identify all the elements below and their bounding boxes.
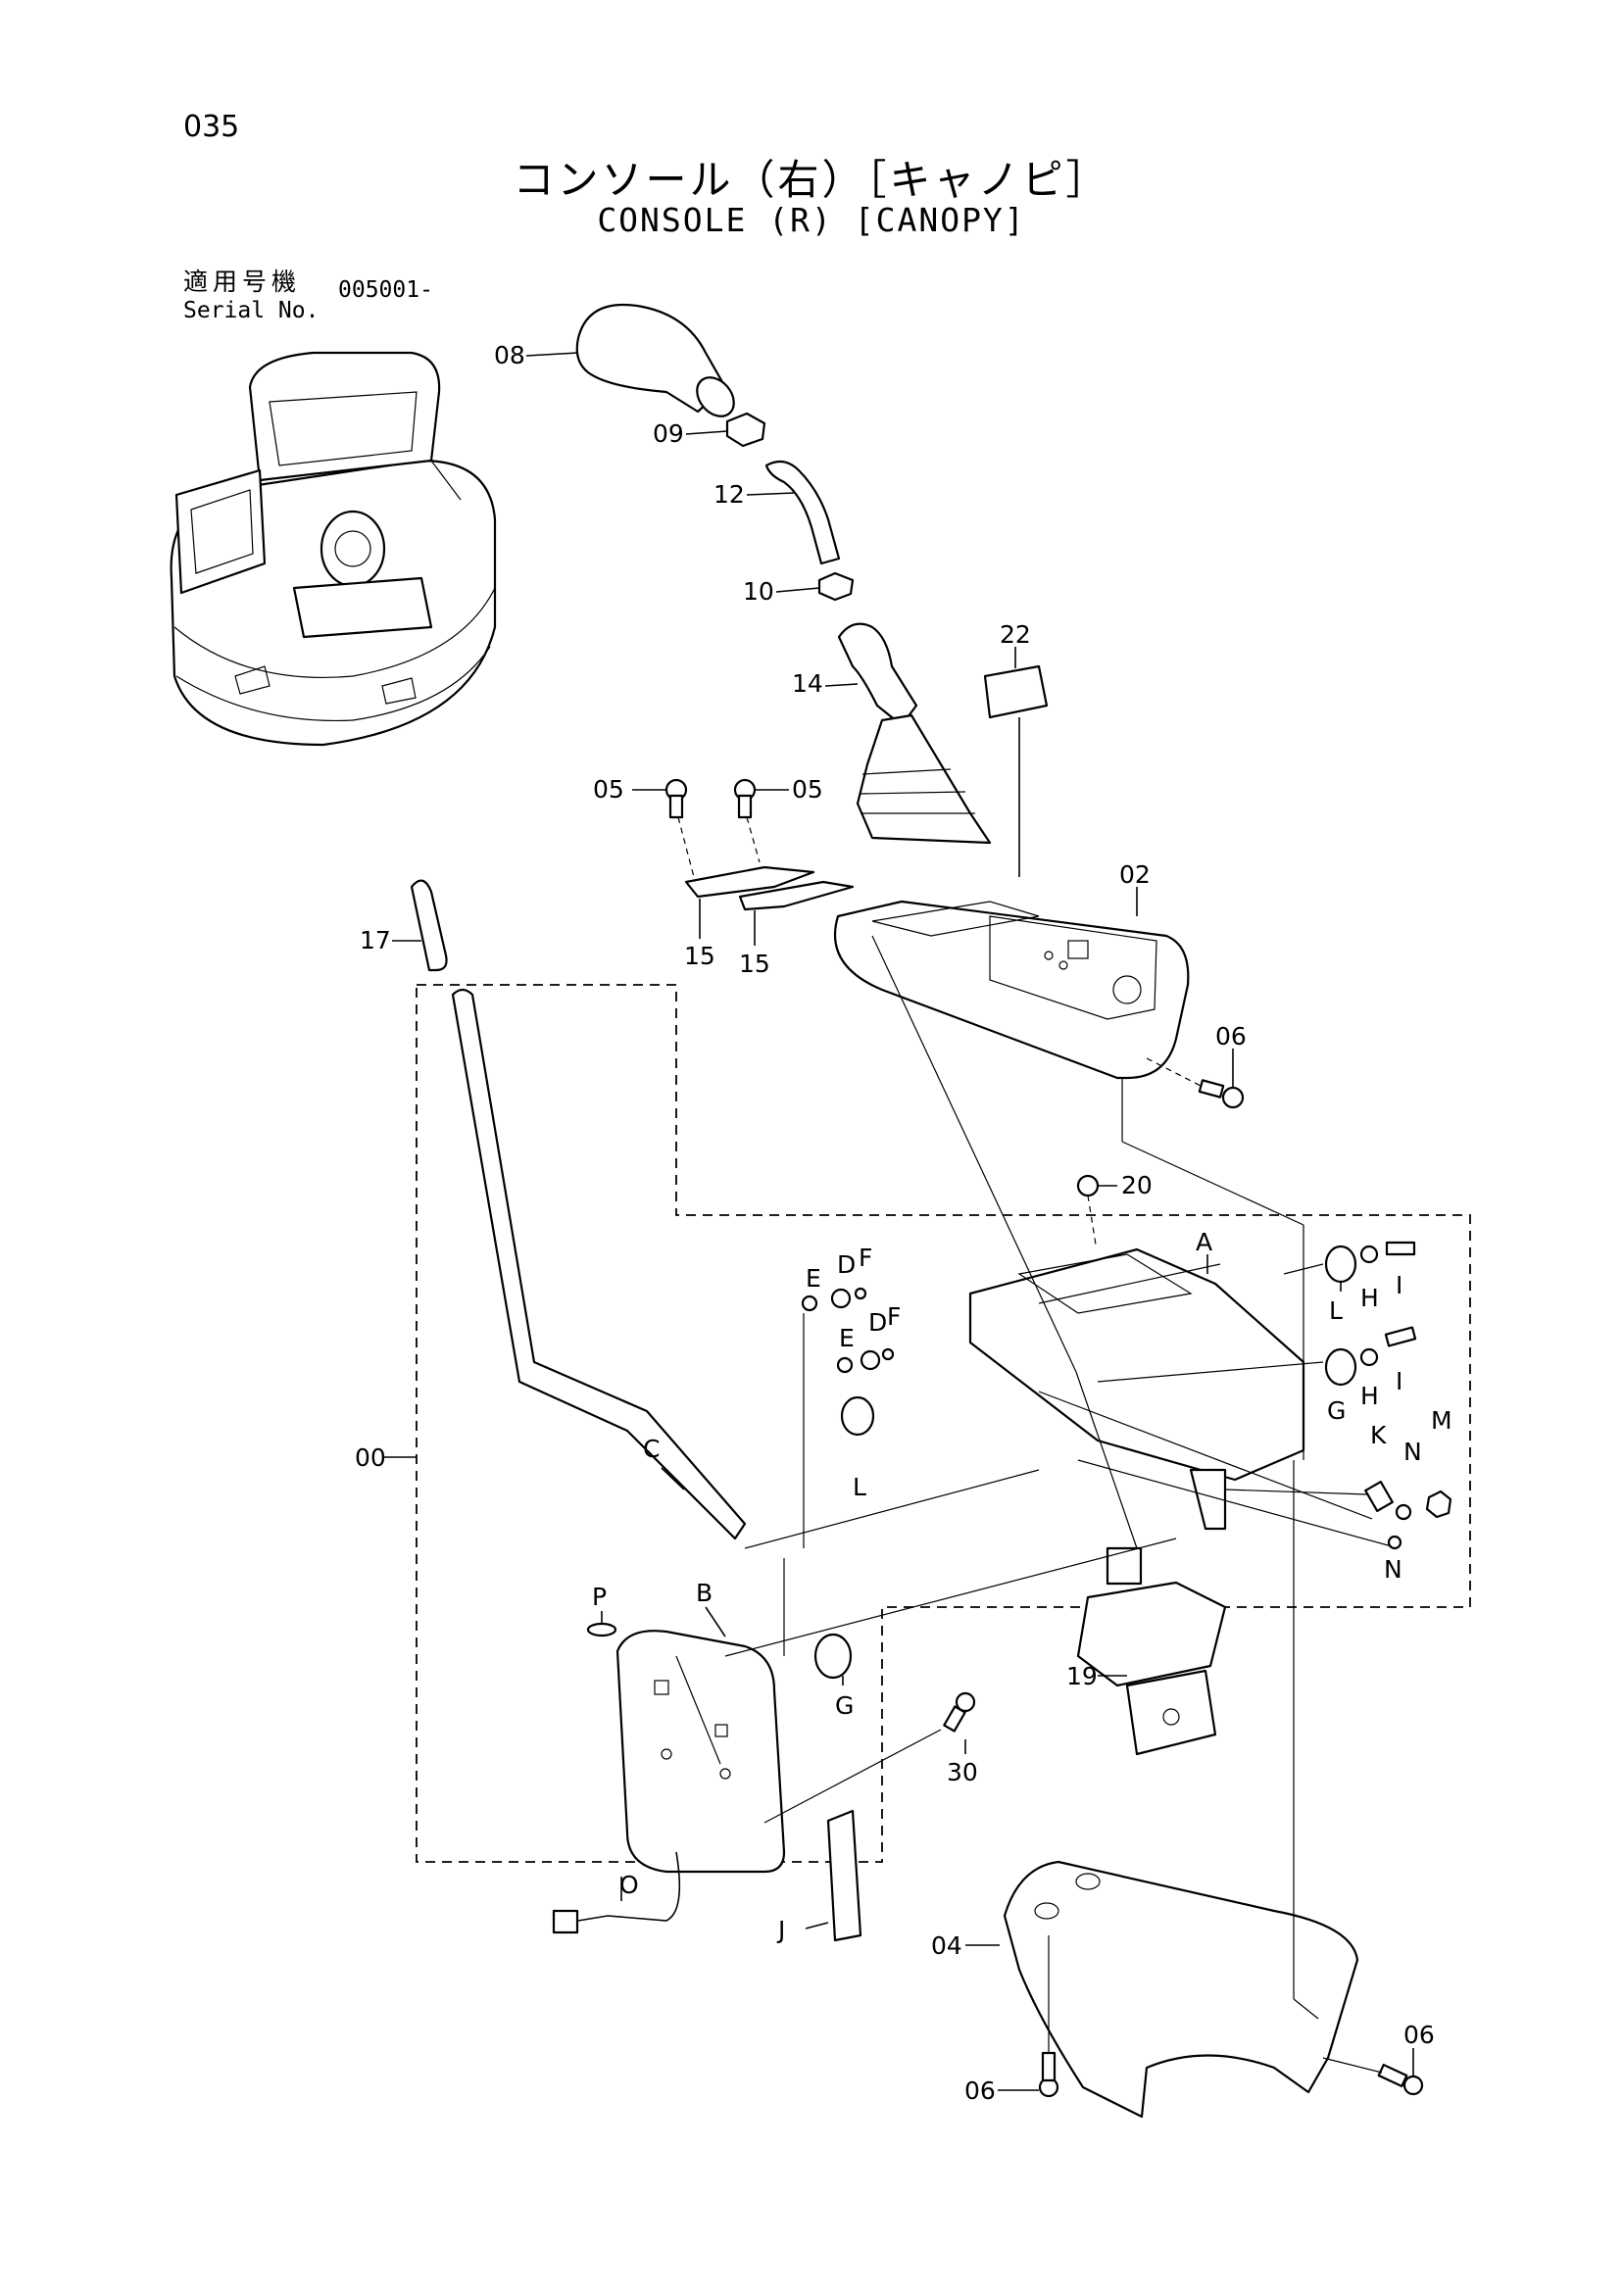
part-08-grip-knob	[525, 303, 735, 417]
callout-d-upper: D	[837, 1250, 856, 1279]
part-02-console-cover	[833, 887, 1190, 1080]
part-06-bolts-lower	[998, 2048, 1424, 2098]
callout-09: 09	[653, 419, 684, 448]
callout-h-upper: H	[1360, 1284, 1379, 1312]
part-15-plates	[684, 865, 855, 946]
assembly-00-boundary	[416, 984, 1471, 1863]
part-j-spring	[805, 1809, 862, 1942]
callout-labels: 08 09 12 10 22 14 05 05 02 15 15 17 06 2…	[355, 341, 1452, 2105]
callout-06-right: 06	[1403, 2021, 1435, 2049]
callout-e-upper: E	[806, 1264, 821, 1293]
callout-i-upper: I	[1396, 1271, 1402, 1299]
callout-g-lower: G	[835, 1691, 854, 1720]
callout-b: B	[696, 1579, 713, 1607]
part-09-nut	[685, 412, 766, 448]
part-b-plate	[615, 1606, 786, 1874]
callout-l-upper: L	[1329, 1296, 1343, 1325]
part-14-lever-boot	[824, 622, 992, 845]
callout-04: 04	[931, 1931, 962, 1960]
part-12-lever-rod	[746, 460, 841, 565]
callout-f-upper: F	[859, 1244, 872, 1272]
callout-k: K	[1370, 1421, 1387, 1449]
part-20-screw	[1076, 1174, 1117, 1246]
callout-06-lower: 06	[964, 2076, 996, 2105]
part-19-pilot-valve	[1076, 1546, 1227, 1756]
callout-06-upper: 06	[1215, 1022, 1247, 1050]
part-05-screws	[632, 778, 789, 878]
callout-a: A	[1196, 1228, 1212, 1256]
callout-m: M	[1431, 1406, 1452, 1435]
callout-l-lower: L	[853, 1473, 866, 1501]
callout-f-lower: F	[887, 1302, 901, 1331]
callout-22: 22	[1000, 620, 1031, 649]
serial-number-value: 005001-	[338, 277, 433, 303]
page-number: 035	[183, 110, 240, 144]
parts-k-n-m	[1364, 1481, 1452, 1550]
callout-n-lower: N	[1384, 1555, 1402, 1584]
callout-30: 30	[947, 1758, 978, 1786]
part-22-pad	[983, 647, 1049, 877]
callout-00: 00	[355, 1443, 386, 1472]
callout-05-right: 05	[792, 775, 823, 804]
part-30-bolt	[943, 1691, 976, 1754]
parts-e-d-f	[801, 1287, 895, 1437]
callout-14: 14	[792, 669, 823, 698]
parts-lhi-lower	[1324, 1326, 1417, 1387]
part-10-nut	[775, 571, 855, 602]
title-english: CONSOLE (R) [CANOPY]	[597, 201, 1026, 239]
callout-i-lower: I	[1396, 1367, 1402, 1395]
serial-label-japanese: 適用号機	[183, 268, 302, 296]
callout-08: 08	[494, 341, 525, 369]
serial-label-english: Serial No.	[183, 298, 320, 323]
assembly-guide-lines	[675, 935, 1393, 2074]
callout-d-lower: D	[868, 1308, 887, 1337]
part-g-bushing-lower	[813, 1633, 853, 1685]
title-japanese: コンソール（右）［キャノピ］	[513, 156, 1110, 204]
callout-h-lower: H	[1360, 1382, 1379, 1410]
part-06-bolt-upper	[1146, 1049, 1245, 1109]
callout-12: 12	[713, 480, 745, 509]
part-c-lever-rod	[451, 988, 747, 1540]
callout-20: 20	[1121, 1171, 1153, 1199]
callout-o: O	[619, 1871, 639, 1899]
callout-10: 10	[743, 577, 774, 606]
callout-j: J	[776, 1916, 785, 1944]
part-04-lower-cover	[965, 1860, 1359, 2119]
callout-15-right: 15	[739, 950, 770, 978]
callout-02: 02	[1119, 860, 1151, 889]
part-17-grip	[392, 879, 448, 972]
callout-g-upper: G	[1327, 1396, 1346, 1425]
callout-e-lower: E	[839, 1324, 855, 1352]
part-a-bracket	[968, 1247, 1305, 1531]
callout-05-left: 05	[593, 775, 624, 804]
callout-19: 19	[1066, 1662, 1098, 1690]
callout-c: C	[643, 1435, 660, 1463]
callout-n-upper: N	[1403, 1438, 1422, 1466]
callout-15-left: 15	[684, 942, 715, 970]
parts-lhi-upper	[1324, 1241, 1416, 1292]
callout-p: P	[592, 1583, 607, 1611]
machine-overview-illustration	[170, 351, 497, 747]
callout-17: 17	[360, 926, 391, 954]
part-p-and-o-harness	[552, 1611, 681, 1934]
